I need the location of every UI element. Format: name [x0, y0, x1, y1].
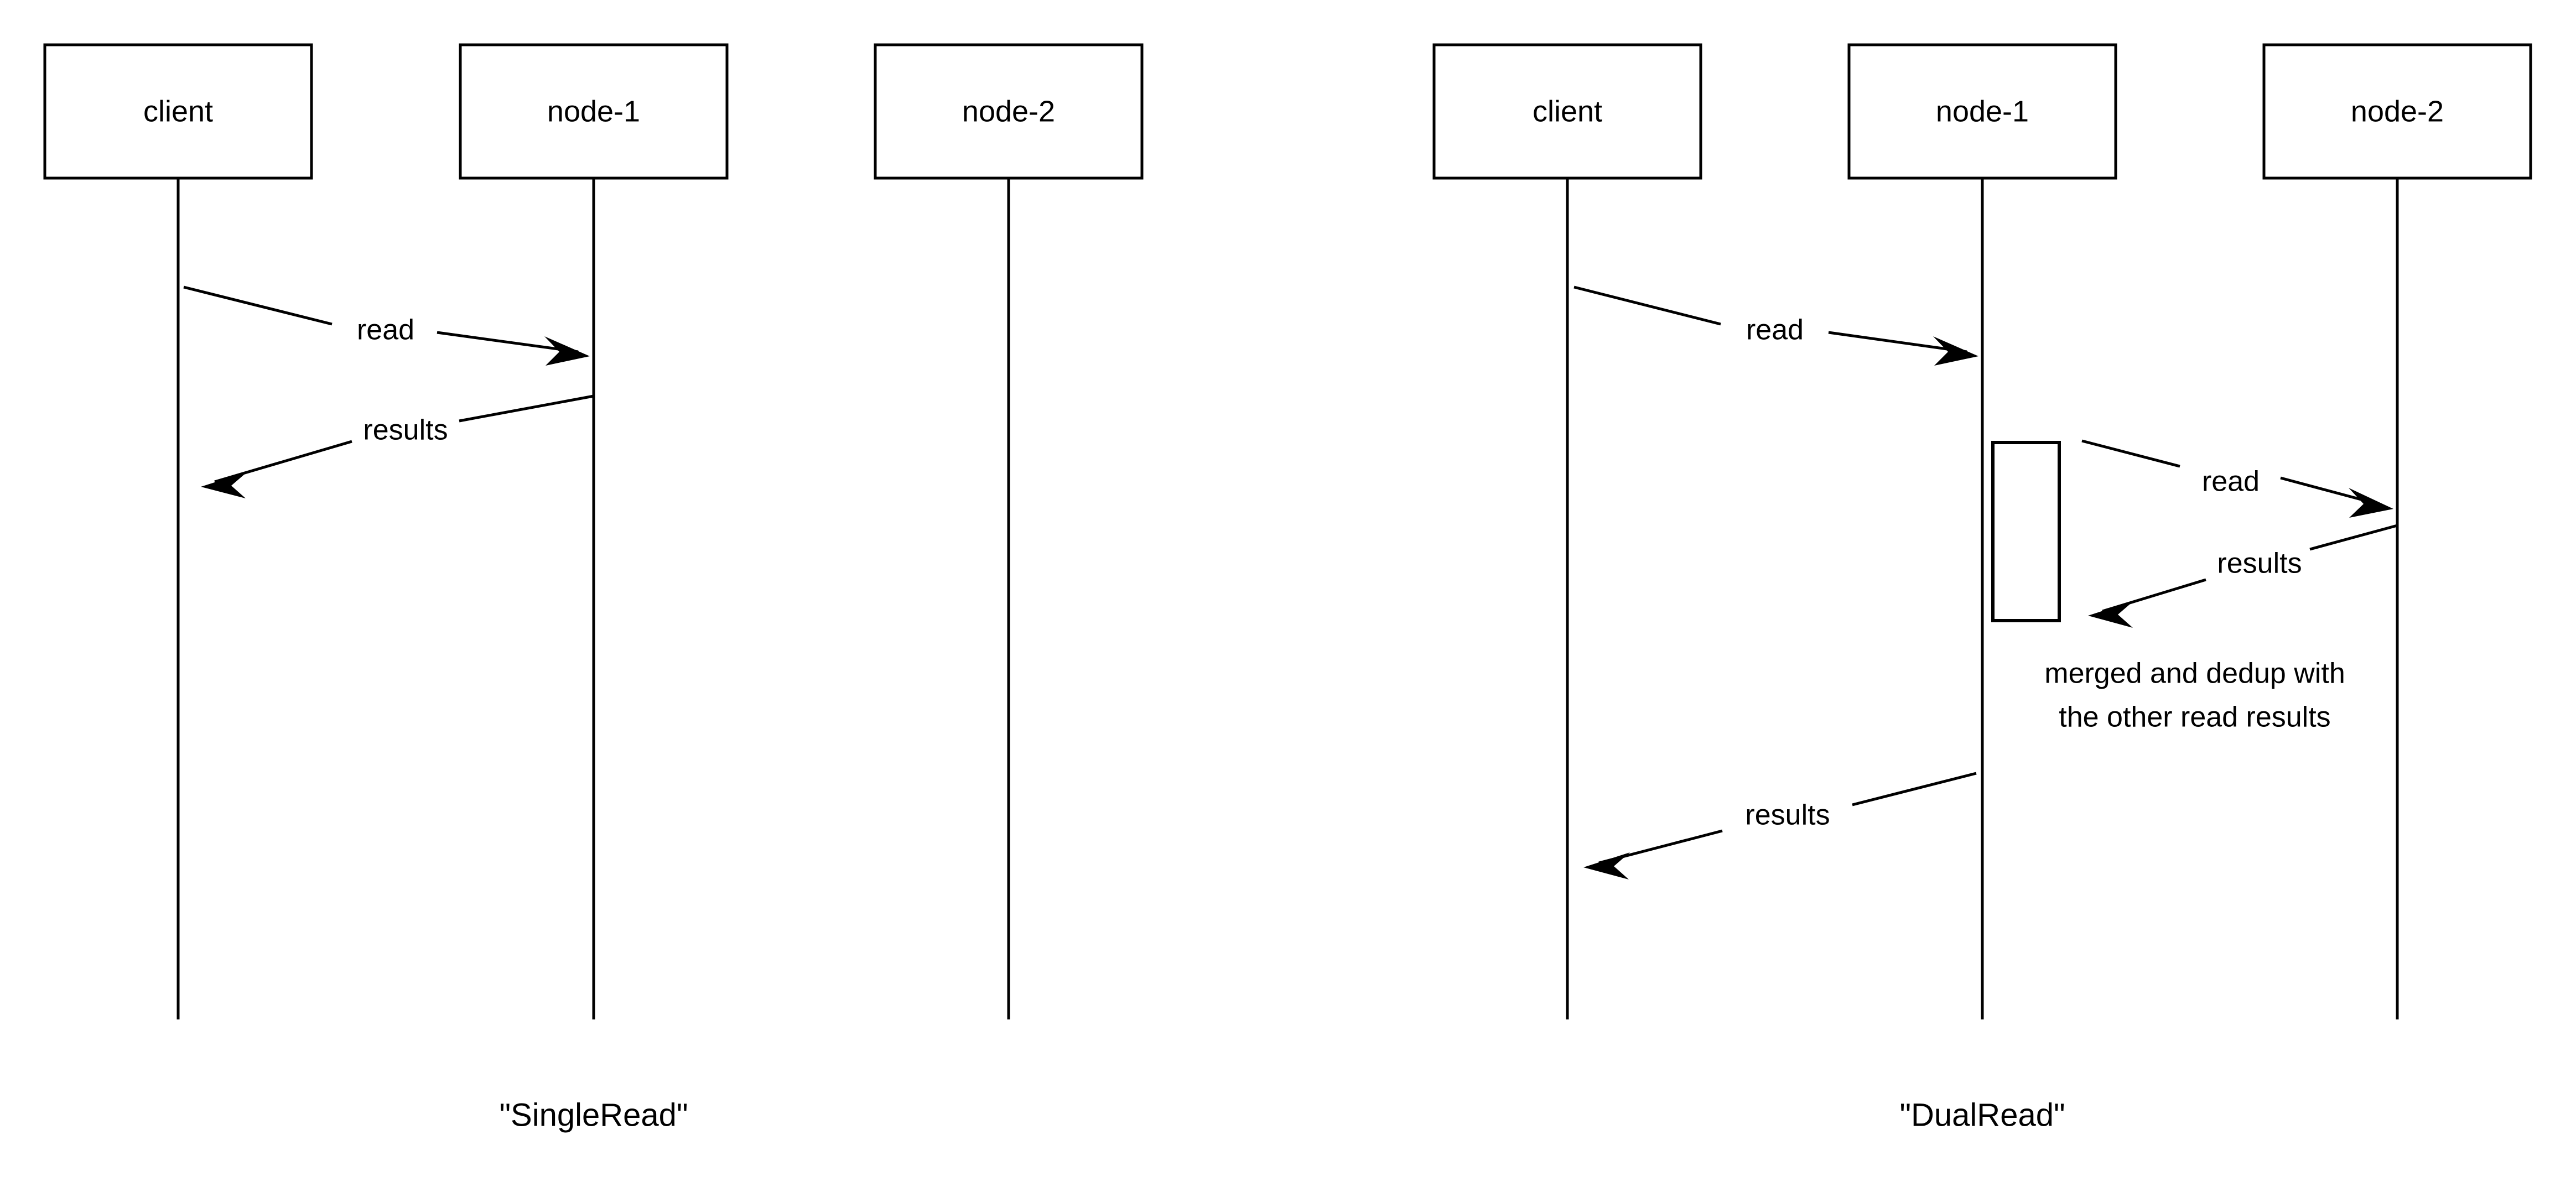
arrow-head-read-dual-1: [1933, 336, 1978, 366]
message-line-results-right-seg: [459, 394, 594, 423]
panel-dual-read: client node-1 node-2 re: [1432, 43, 2532, 1133]
arrow-head-results-dual-2: [1583, 852, 1630, 879]
participant-box-node-1-dual[interactable]: [1847, 43, 2117, 180]
panel-single-read: client node-1 node-2 read: [43, 43, 1144, 1133]
message-line-read-n2-left-seg: [2081, 439, 2180, 468]
panel-caption-single-read: "SingleRead": [499, 1097, 688, 1133]
participant-label-node-1-dual: node-1: [1936, 95, 2029, 128]
participant-label-node-1: node-1: [547, 95, 640, 128]
note-line-2: the other read results: [2059, 701, 2330, 733]
message-results-node-1-to-client-dual[interactable]: results: [1583, 772, 1977, 879]
arrow-head-read-dual-2: [2349, 488, 2393, 518]
participant-label-client-dual: client: [1533, 95, 1602, 128]
participant-box-node-1[interactable]: [459, 43, 729, 180]
note-merged-dedup: merged and dedup with the other read res…: [2044, 658, 2345, 733]
message-label-results-1: results: [363, 414, 448, 446]
participant-node-1-single[interactable]: node-1: [459, 43, 729, 1019]
message-results-node-2-to-node-1[interactable]: results: [2088, 524, 2398, 628]
participant-label-node-2-dual: node-2: [2351, 95, 2444, 128]
participant-box-node-2[interactable]: [874, 43, 1144, 180]
panel-caption-dual-read: "DualRead": [1899, 1097, 2065, 1133]
message-line-read-dual-right-seg: [1828, 331, 1967, 353]
participant-label-node-2: node-2: [962, 95, 1055, 128]
participant-client-dual[interactable]: client: [1432, 43, 1702, 1019]
message-label-read-dual-1: read: [1746, 314, 1804, 346]
participant-node-1-dual[interactable]: node-1: [1847, 43, 2117, 1019]
message-line-read-dual-left-seg: [1573, 285, 1721, 326]
message-results-node-1-to-client[interactable]: results: [201, 394, 594, 498]
message-line-read-left-seg: [183, 285, 333, 326]
arrow-head-results-1: [201, 472, 247, 498]
participant-label-client: client: [143, 95, 213, 128]
message-read-node-1-to-node-2[interactable]: read: [2081, 439, 2393, 518]
message-read-client-to-node-1-dual[interactable]: read: [1573, 285, 1978, 366]
message-label-read-dual-2: read: [2202, 466, 2260, 498]
participant-box-client-dual[interactable]: [1432, 43, 1702, 180]
message-read-client-to-node-1[interactable]: read: [183, 285, 590, 366]
message-line-results-n2-right-seg: [2309, 524, 2398, 551]
participant-client-single[interactable]: client: [43, 43, 313, 1019]
activation-bar-node-1: [1991, 441, 2061, 622]
message-label-results-dual-1: results: [2217, 548, 2302, 580]
arrow-head-results-dual-1: [2088, 601, 2134, 628]
message-label-read-1: read: [357, 314, 414, 346]
note-line-1: merged and dedup with: [2044, 658, 2345, 690]
arrow-head-read-1: [544, 336, 590, 366]
message-label-results-dual-2: results: [1745, 799, 1830, 831]
participant-box-node-2-dual[interactable]: [2262, 43, 2532, 180]
participant-node-2-single[interactable]: node-2: [874, 43, 1144, 1019]
participant-node-2-dual[interactable]: node-2: [2262, 43, 2532, 1019]
message-line-read-right-seg: [437, 331, 579, 353]
participant-box-client[interactable]: [43, 43, 313, 180]
message-line-results-final-right-seg: [1852, 772, 1977, 806]
